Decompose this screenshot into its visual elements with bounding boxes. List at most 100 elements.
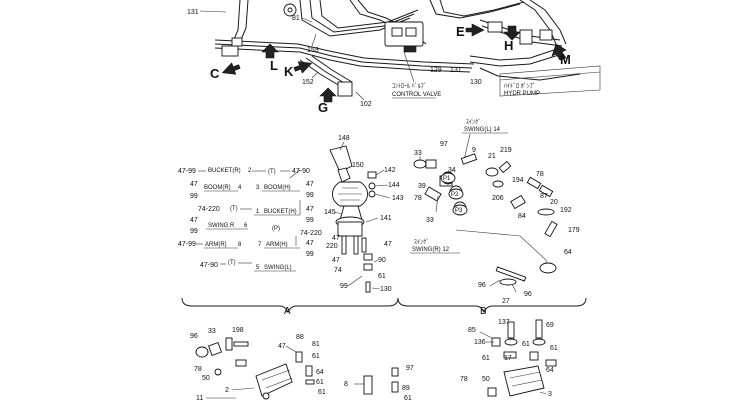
top-piping-view — [214, 0, 601, 97]
part-label: 102 — [360, 101, 372, 108]
part-label: SWING(L) 14 — [464, 127, 501, 133]
part-label: 131 — [187, 9, 199, 16]
part-label: 3 — [548, 391, 552, 398]
part-label: L — [270, 58, 278, 73]
part-label: SWING R — [208, 223, 235, 229]
bottom-right-assembly: 137 69 85 136 17 61 61 61 78 50 64 3 — [460, 319, 558, 398]
part-label: 50 — [202, 375, 210, 382]
part-label: 64 — [316, 369, 324, 376]
part-label: 89 — [402, 385, 410, 392]
part-label: ARM(R) — [205, 242, 227, 248]
part-label: 148 — [338, 135, 350, 142]
part-label: 143 — [392, 195, 404, 202]
part-label: 47-90 — [200, 262, 218, 269]
part-label: 64 — [546, 367, 554, 374]
part-label: 97 — [440, 141, 448, 148]
part-label: 96 — [190, 333, 198, 340]
part-label: 142 — [384, 167, 396, 174]
part-label: 47-99 — [178, 241, 196, 248]
part-label: 17 — [504, 355, 512, 362]
part-label: 8 — [344, 381, 348, 388]
part-label: BUCKET(H) — [264, 209, 297, 215]
part-label: 145 — [324, 209, 336, 216]
pilot-port-table: 47-99 BUCKET(R) 2 (T) 47-90 47 BOOM(R) 4… — [178, 168, 322, 272]
part-label: 179 — [568, 227, 580, 234]
part-label: 47 — [384, 241, 392, 248]
part-label: 99 — [190, 193, 198, 200]
part-label: 74 — [334, 267, 342, 274]
part-label: 99 — [306, 217, 314, 224]
part-label: HYDR PUMP — [504, 91, 540, 97]
part-label: M — [560, 52, 571, 67]
part-label: 61 — [316, 379, 324, 386]
part-label: 61 — [404, 395, 412, 400]
part-label: 47 — [332, 257, 340, 264]
part-label: ｺﾝﾄﾛｰﾙ ﾊﾞﾙﾌﾞ — [392, 83, 427, 90]
part-label: 131 — [450, 67, 462, 74]
part-label: 69 — [546, 322, 554, 329]
part-label: 88 — [296, 334, 304, 341]
view-arrow-m: M — [551, 43, 571, 67]
part-label: 47 — [190, 217, 198, 224]
part-label: 85 — [468, 327, 476, 334]
right-valve-assembly: ｽｲﾝｸﾞ SWING(L) 14 P1 P2 P3 33 — [410, 119, 580, 305]
part-label: G — [318, 100, 328, 115]
part-label: 61 — [550, 345, 558, 352]
hydr-pump-label: ﾊｲﾄﾞﾛ ﾎﾟﾝﾌﾟ HYDR PUMP — [504, 83, 540, 97]
part-label: 194 — [512, 177, 524, 184]
part-label: CONTROL VALVE — [392, 92, 441, 98]
view-arrow-e: E — [456, 23, 485, 39]
part-label: 99 — [306, 192, 314, 199]
part-label: B — [480, 306, 487, 317]
part-label: 8 — [238, 242, 242, 248]
part-label: 137 — [498, 319, 510, 326]
part-label: SWING(R) 12 — [412, 247, 450, 253]
view-arrow-l: L — [261, 43, 279, 73]
part-label: 78 — [194, 366, 202, 373]
part-label: H — [504, 38, 513, 53]
part-label: SWING(L) — [264, 265, 292, 271]
part-label: 6 — [244, 223, 248, 229]
part-label: 129 — [430, 67, 442, 74]
part-label: 130 — [470, 79, 482, 86]
part-label: 150 — [352, 162, 364, 169]
part-label: A — [284, 306, 291, 317]
part-label: 81 — [312, 341, 320, 348]
part-label: 153 — [307, 47, 319, 54]
part-label: 74-220 — [300, 230, 322, 237]
part-label: 47 — [278, 343, 286, 350]
part-label: 34 — [448, 167, 456, 174]
part-label: 78 — [536, 171, 544, 178]
part-label: 3 — [256, 185, 260, 191]
part-label: P3 — [455, 208, 463, 214]
part-label: 61 — [522, 341, 530, 348]
part-label: 64 — [564, 249, 572, 256]
part-label: 47 — [190, 181, 198, 188]
part-label: 33 — [426, 217, 434, 224]
part-label: 47 — [332, 235, 340, 242]
part-label: 11 — [196, 395, 203, 400]
part-label: 74-220 — [198, 206, 220, 213]
part-label: 99 — [190, 228, 198, 235]
part-label: 219 — [500, 147, 512, 154]
part-label: P1 — [443, 176, 451, 182]
part-label: ﾊｲﾄﾞﾛ ﾎﾟﾝﾌﾟ — [504, 83, 536, 90]
view-arrow-h: H — [503, 25, 521, 53]
part-label: 21 — [488, 153, 496, 160]
part-label: 20 — [550, 199, 558, 206]
part-label: 61 — [482, 355, 490, 362]
part-label: 141 — [380, 215, 392, 222]
part-label: 61 — [318, 389, 326, 396]
part-label: 96 — [478, 282, 486, 289]
part-label: 206 — [492, 195, 504, 202]
part-label: BOOM(R) — [204, 185, 231, 191]
part-label: 192 — [560, 207, 572, 214]
part-label: 4 — [238, 185, 242, 191]
pilot-valve-assembly: 148 150 142 144 143 145 141 47 220 47 74 — [324, 135, 404, 293]
part-label: 39 — [418, 183, 426, 190]
part-label: 61 — [378, 273, 386, 280]
section-brace-a: A — [181, 297, 399, 317]
part-label: 90 — [378, 257, 386, 264]
part-label: 47 — [306, 181, 314, 188]
part-label: ｽｲﾝｸﾞ — [466, 119, 481, 126]
